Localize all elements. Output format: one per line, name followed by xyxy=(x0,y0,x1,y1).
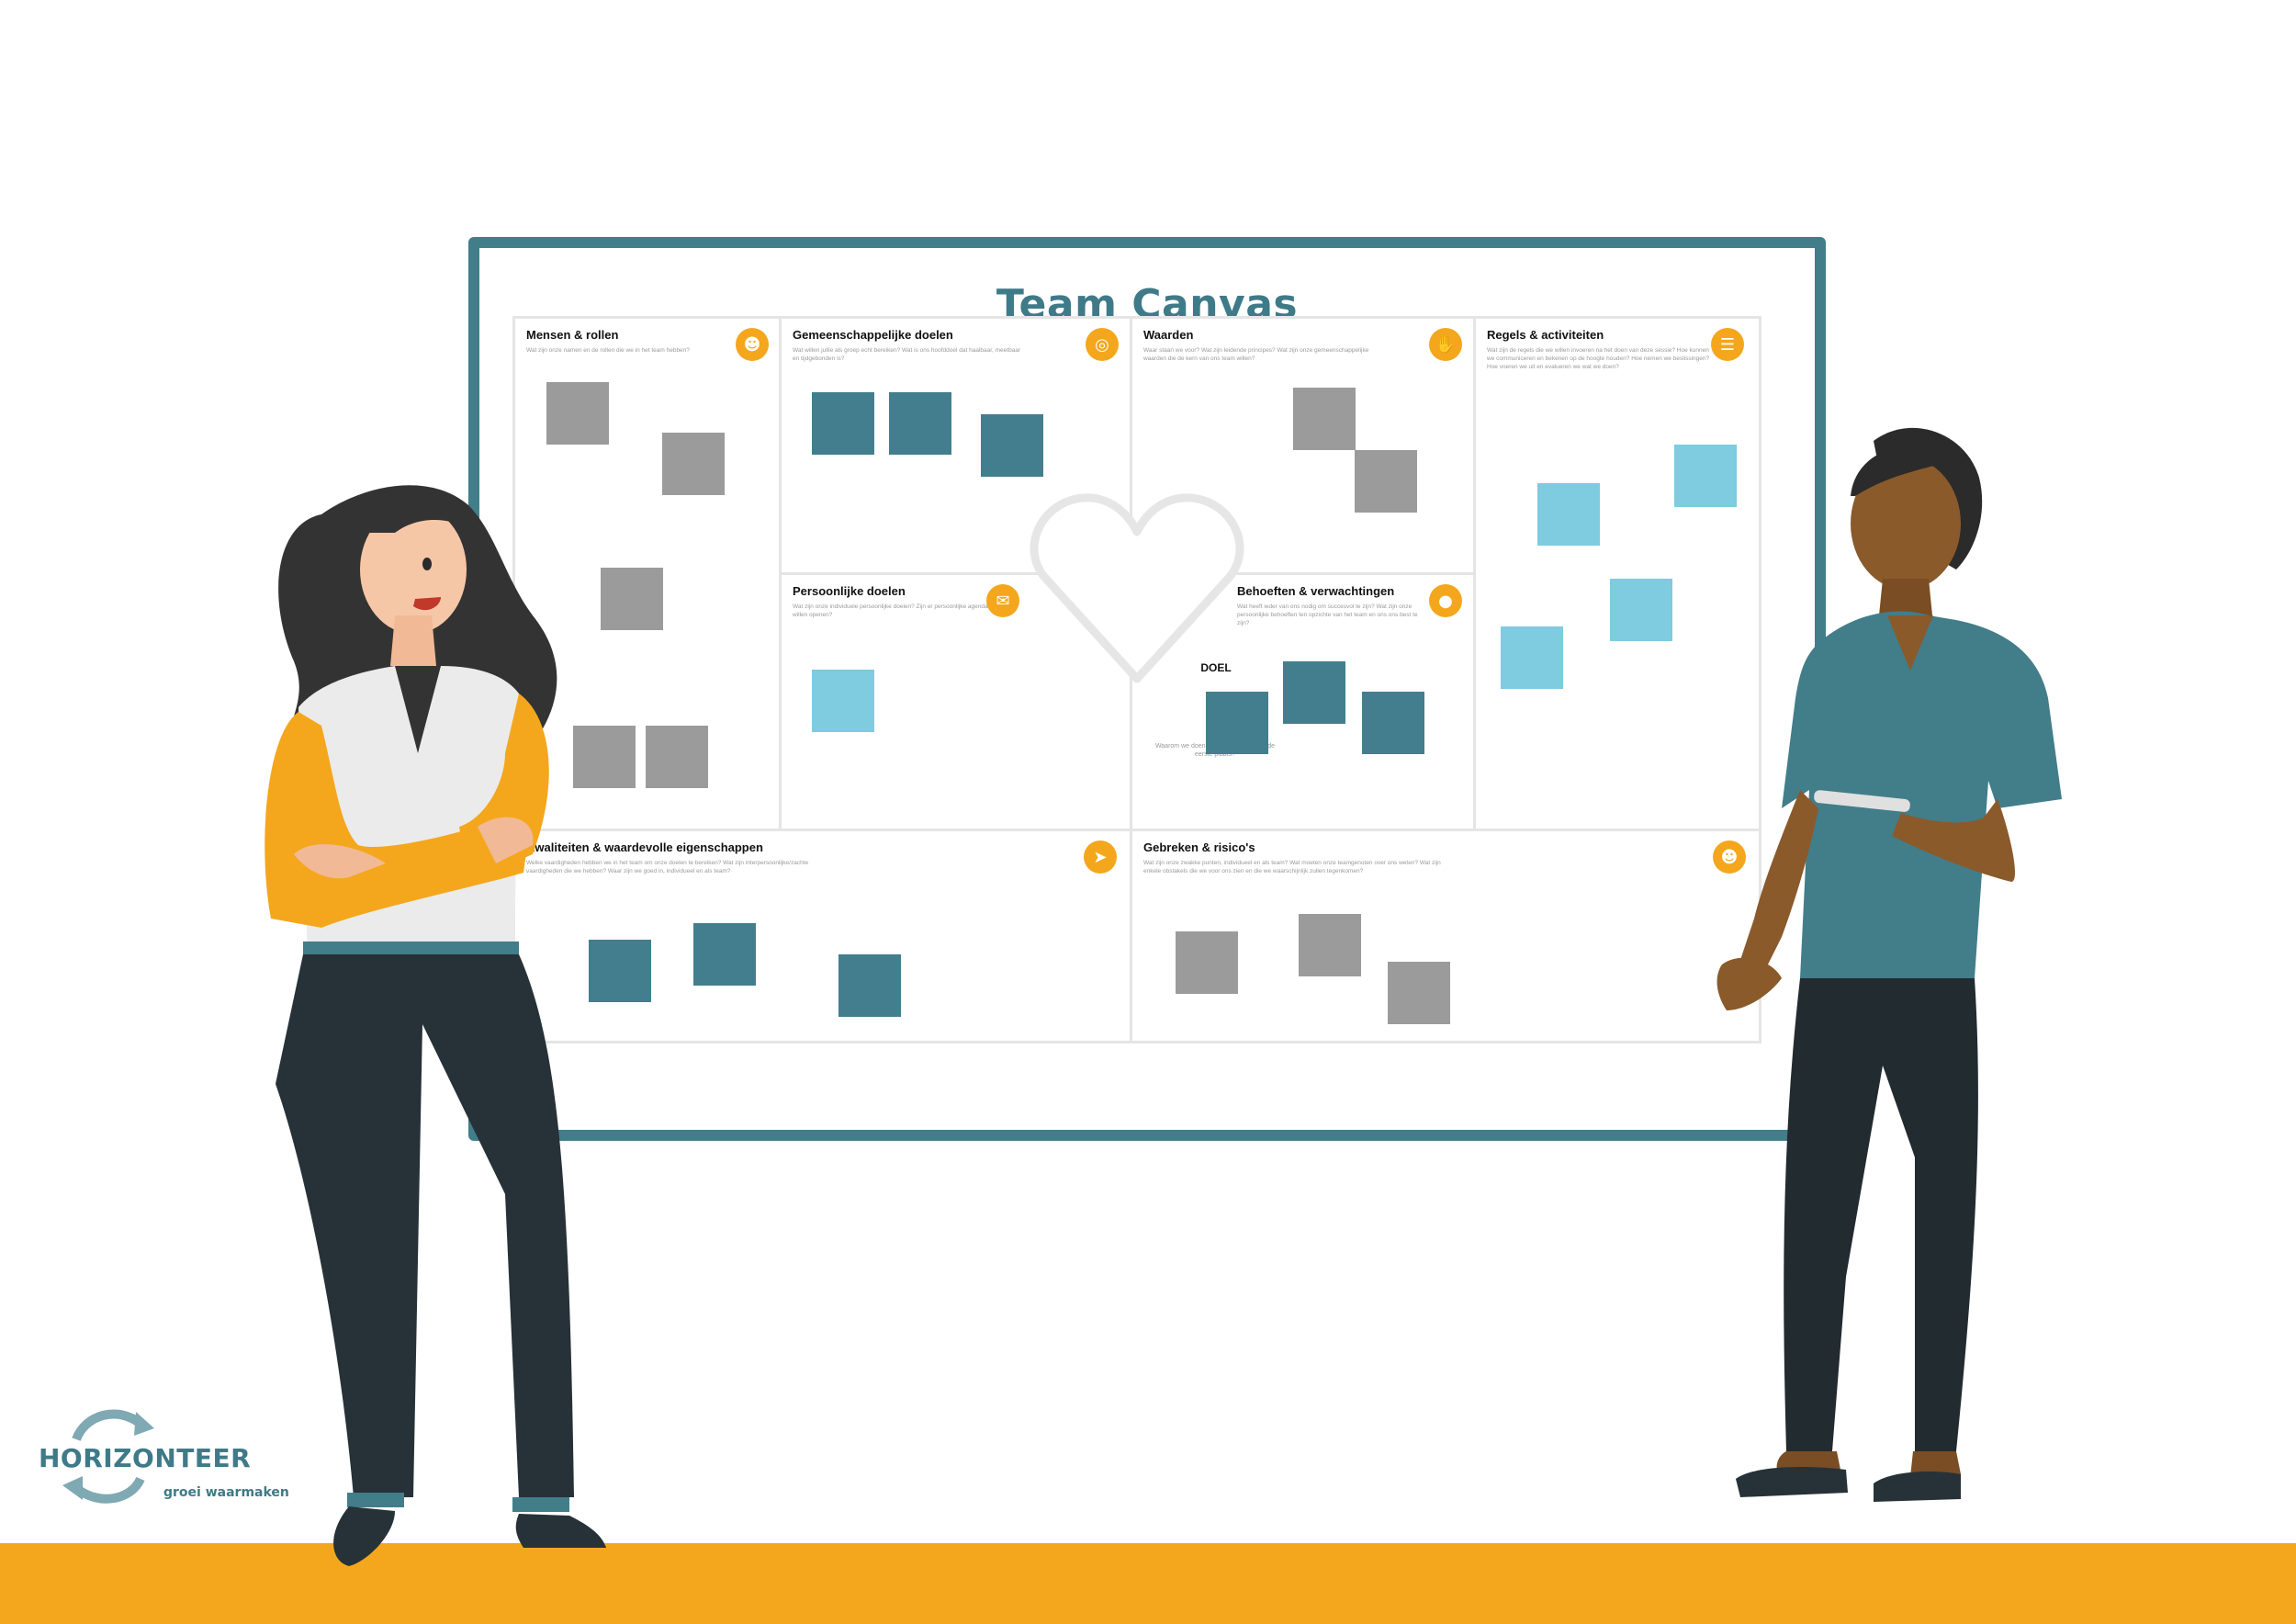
sticky-note[interactable] xyxy=(662,433,725,495)
goal-label: DOEL xyxy=(1200,661,1232,674)
sticky-note[interactable] xyxy=(1674,445,1737,507)
section-description: Wat willen jullie als groep echt bereike… xyxy=(793,347,1021,362)
section-title: Regels & activiteiten xyxy=(1487,328,1604,342)
sticky-note[interactable] xyxy=(889,392,951,455)
speech-bubble-icon: ✉ xyxy=(986,584,1019,617)
grid-border-top xyxy=(512,316,1761,319)
sticky-note[interactable] xyxy=(838,954,901,1017)
logo-tagline: groei waarmaken xyxy=(163,1485,289,1500)
section-title: Behoeften & verwachtingen xyxy=(1237,584,1395,598)
section-gebreken-risicos: Gebreken & risico's Wat zijn onze zwakke… xyxy=(1132,831,1759,1041)
chat-icon: ● xyxy=(1429,584,1462,617)
sticky-note[interactable] xyxy=(1610,579,1672,641)
section-description: Waar staan we voor? Wat zijn leidende pr… xyxy=(1143,347,1369,362)
target-icon: ◎ xyxy=(1086,328,1119,361)
ghost-icon: ☻ xyxy=(1713,840,1746,874)
section-kwaliteiten: Kwaliteiten & waardevolle eigenschappen … xyxy=(515,831,1130,1041)
sticky-note[interactable] xyxy=(589,940,651,1002)
sticky-note[interactable] xyxy=(812,392,874,455)
section-description: Welke vaardigheden hebben we in het team… xyxy=(526,860,809,874)
rocket-icon: ➤ xyxy=(1084,840,1117,874)
sticky-note[interactable] xyxy=(601,568,663,630)
sticky-note[interactable] xyxy=(546,382,609,445)
horizonteer-logo: HORIZONTEER groei waarmaken xyxy=(35,1401,292,1511)
section-description: Wat zijn onze individuele persoonlijke d… xyxy=(793,603,1011,618)
sticky-note[interactable] xyxy=(1206,692,1268,754)
sticky-note[interactable] xyxy=(1388,962,1450,1024)
sticky-note[interactable] xyxy=(812,670,874,732)
woman-illustration xyxy=(264,485,606,1566)
logo-arrows-icon xyxy=(62,1409,154,1504)
checklist-icon: ☰ xyxy=(1711,328,1744,361)
sticky-note[interactable] xyxy=(981,414,1043,477)
team-canvas-board: Team Canvas Mensen & rollen Wat zijn onz… xyxy=(468,237,1826,1141)
sticky-note[interactable] xyxy=(1176,931,1238,994)
floor-band xyxy=(0,1543,2296,1624)
section-gemeenschappelijke-doelen: Gemeenschappelijke doelen Wat willen jul… xyxy=(782,319,1130,572)
section-title: Gebreken & risico's xyxy=(1143,840,1255,854)
heart-icon xyxy=(1030,493,1244,683)
grid-divider xyxy=(512,829,1761,831)
sticky-note[interactable] xyxy=(693,923,756,986)
section-description: Wat heeft ieder van ons nodig om succesv… xyxy=(1237,603,1418,626)
board-title: Team Canvas xyxy=(996,281,1299,328)
section-title: Kwaliteiten & waardevolle eigenschappen xyxy=(526,840,763,854)
sticky-note[interactable] xyxy=(1299,914,1361,976)
sticky-note[interactable] xyxy=(1362,692,1424,754)
grid-border-right xyxy=(1759,316,1761,1043)
section-title: Persoonlijke doelen xyxy=(793,584,906,598)
section-description: Wat zijn onze zwakke punten, individueel… xyxy=(1143,860,1441,874)
sticky-note[interactable] xyxy=(1501,626,1563,689)
canvas-grid: Mensen & rollen Wat zijn onze namen en d… xyxy=(512,316,1761,1043)
section-waarden: Waarden Waar staan we voor? Wat zijn lei… xyxy=(1132,319,1473,572)
sticky-note[interactable] xyxy=(573,726,636,788)
people-icon: ☻ xyxy=(736,328,769,361)
section-behoeften-verwachtingen: Behoeften & verwachtingen Wat heeft iede… xyxy=(1132,575,1473,829)
man-illustration xyxy=(1716,427,2062,1502)
section-title: Waarden xyxy=(1143,328,1194,342)
grid-divider xyxy=(1130,316,1132,1043)
section-regels-activiteiten: Regels & activiteiten Wat zijn de regels… xyxy=(1476,319,1759,829)
logo-name: HORIZONTEER xyxy=(39,1443,252,1473)
grid-border-bottom xyxy=(512,1041,1761,1043)
section-description: Wat zijn de regels die we willen invoere… xyxy=(1487,347,1710,370)
sticky-note[interactable] xyxy=(1355,450,1417,513)
sticky-note[interactable] xyxy=(646,726,708,788)
section-mensen-rollen: Mensen & rollen Wat zijn onze namen en d… xyxy=(515,319,779,829)
section-description: Wat zijn onze namen en de rollen die we … xyxy=(526,347,690,354)
sticky-note[interactable] xyxy=(1293,388,1356,450)
sticky-note[interactable] xyxy=(1537,483,1600,546)
section-title: Gemeenschappelijke doelen xyxy=(793,328,953,342)
section-persoonlijke-doelen: Persoonlijke doelen Wat zijn onze indivi… xyxy=(782,575,1130,829)
hand-icon: ✋ xyxy=(1429,328,1462,361)
sticky-note[interactable] xyxy=(1283,661,1345,724)
section-title: Mensen & rollen xyxy=(526,328,619,342)
